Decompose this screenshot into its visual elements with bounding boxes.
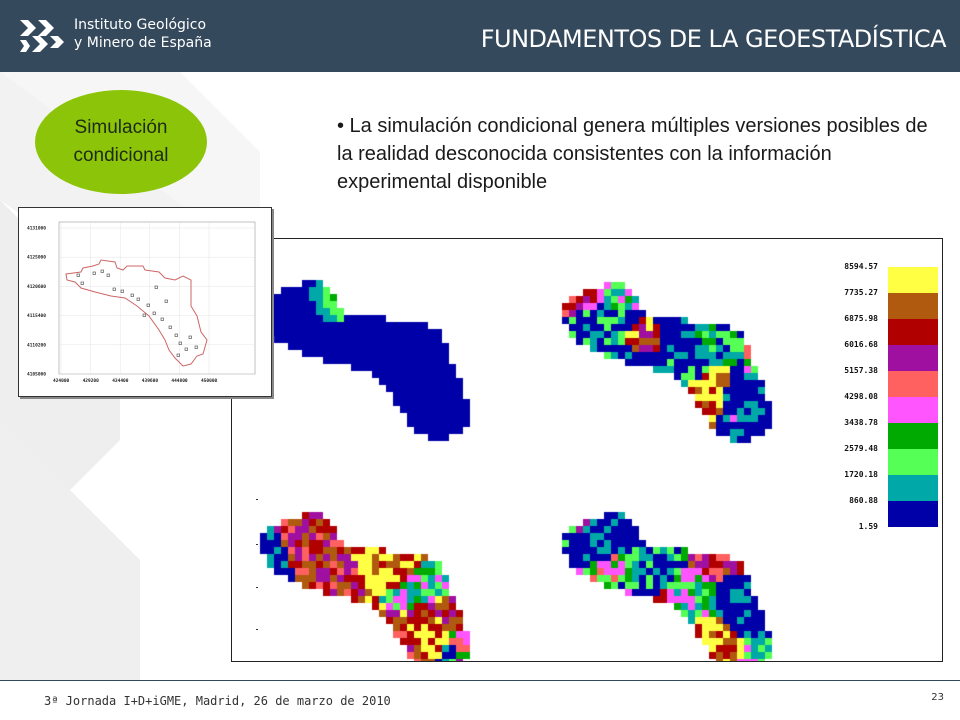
inset-y-tick-label: 4125000 (27, 255, 46, 261)
legend-entry: 5157.38 (832, 366, 938, 397)
section-badge-label: Simulación condicional (73, 117, 169, 166)
legend-entry-swatch (888, 293, 938, 319)
legend-entry-swatch (888, 319, 938, 345)
legend-entry: 7735.27 (832, 288, 938, 319)
igme-logo-icon (20, 20, 64, 52)
page-number: 23 (931, 692, 944, 703)
legend-entry-label: 1.59 (858, 522, 878, 531)
section-badge: Simulación condicional (35, 90, 207, 194)
legend-entry-swatch (888, 267, 938, 293)
legend-entry-swatch (888, 449, 938, 475)
igme-logo-text: Instituto Geológico y Minero de España (74, 16, 212, 52)
inset-x-tick-label: 429200 (83, 378, 100, 384)
legend-entry-label: 6875.98 (844, 314, 878, 323)
legend-entry-label: 6016.68 (844, 340, 878, 349)
sample-location-map-svg: 4131000 4125000 4120600 4115400 4110200 41050… (27, 221, 256, 384)
legend-entry-swatch (888, 345, 938, 371)
logo-line-1: Instituto Geológico (74, 17, 207, 33)
inset-x-tick-label: 434400 (112, 378, 129, 384)
inset-x-tick-label: 424000 (53, 378, 70, 384)
legend-entry-label: 1720.18 (844, 470, 878, 479)
inset-x-tick-label: 444800 (171, 378, 188, 384)
legend-entry: 6875.98 (832, 314, 938, 345)
inset-x-tick-label: 439600 (142, 378, 159, 384)
legend-entry: 4298.08 (832, 392, 938, 423)
legend-entry-label: 3438.78 (844, 418, 878, 427)
page-title: FUNDAMENTOS DE LA GEOESTADÍSTICA (480, 25, 947, 53)
legend-entry-swatch (888, 423, 938, 449)
sample-location-map: 4131000 4125000 4120600 4115400 4110200 41050… (18, 207, 272, 397)
legend-entry: 1.59 (832, 522, 938, 553)
legend-entry-label: 860.88 (849, 496, 878, 505)
legend-entry: 2579.48 (832, 444, 938, 475)
inset-y-tick-label: 4115400 (27, 313, 46, 319)
tick-mark (256, 544, 258, 545)
legend-entry-swatch (888, 501, 938, 527)
logo-line-2: y Minero de España (74, 35, 212, 51)
tick-mark (256, 499, 258, 500)
footer-divider (0, 680, 960, 681)
legend-entry-swatch (888, 371, 938, 397)
legend-entry-label: 8594.57 (844, 262, 878, 271)
legend-entry-swatch (888, 397, 938, 423)
legend-entry: 1720.18 (832, 470, 938, 501)
bullet-text: • La simulación condicional genera múlti… (337, 115, 928, 193)
legend-entry-label: 5157.38 (844, 366, 878, 375)
color-legend: 8594.57 7735.27 6875.98 6016.68 5157.38 4298.… (832, 262, 938, 537)
legend-entry-label: 7735.27 (844, 288, 878, 297)
footer-text: 3ª Jornada I+D+iGME, Madrid, 26 de marzo… (44, 694, 391, 708)
legend-entry: 8594.57 (832, 262, 938, 293)
simulation-maps-canvas (232, 239, 832, 661)
inset-x-tick-label: 450000 (201, 378, 218, 384)
header-bar: Instituto Geológico y Minero de España F… (0, 0, 960, 72)
legend-entry-label: 4298.08 (844, 392, 878, 401)
inset-y-tick-label: 4131000 (27, 226, 46, 232)
inset-y-tick-label: 4110200 (27, 342, 46, 348)
tick-mark (256, 629, 258, 630)
legend-entry-swatch (888, 475, 938, 501)
inset-y-tick-label: 4105000 (27, 372, 46, 378)
legend-entry: 3438.78 (832, 418, 938, 449)
tick-mark (256, 587, 258, 588)
simulation-maps-panel: 8594.57 7735.27 6875.98 6016.68 5157.38 4298.… (231, 238, 943, 662)
legend-entry: 6016.68 (832, 340, 938, 371)
inset-y-tick-label: 4120600 (27, 284, 46, 290)
legend-entry-label: 2579.48 (844, 444, 878, 453)
legend-entry: 860.88 (832, 496, 938, 527)
